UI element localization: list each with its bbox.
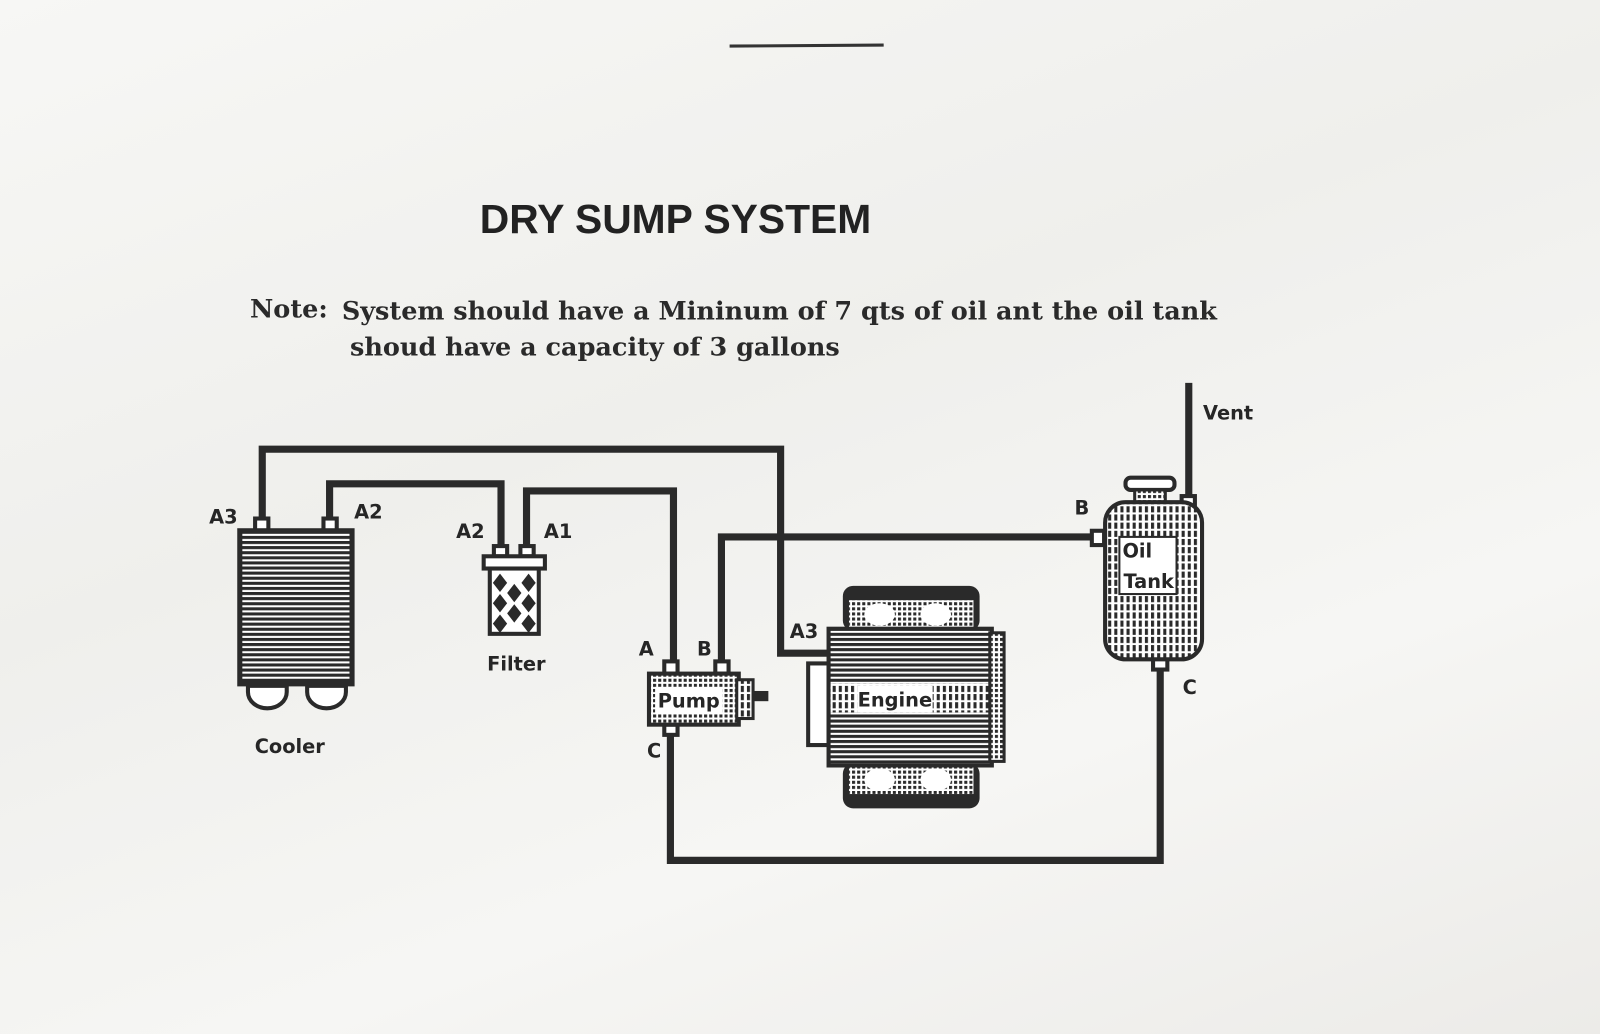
port-label-pump-a: A bbox=[639, 637, 654, 660]
pipe-pump-b-to-tank-b bbox=[717, 533, 1100, 664]
oil-tank bbox=[1089, 475, 1205, 672]
top-rule bbox=[729, 43, 884, 48]
port-label-pump-b: B bbox=[697, 637, 712, 660]
engine-label: Engine bbox=[858, 688, 932, 711]
port-label-cooler-a2: A2 bbox=[354, 501, 382, 524]
tank-label-line-2: Tank bbox=[1123, 570, 1175, 593]
note-line-2: shoud have a capacity of 3 gallons bbox=[350, 332, 840, 362]
filter-label: Filter bbox=[487, 653, 546, 676]
port-label-engine-a3: A3 bbox=[790, 620, 818, 643]
pipe-pump-c-to-tank-c bbox=[666, 665, 1164, 864]
pipe-cooler-a2-to-filter bbox=[326, 480, 505, 552]
pump bbox=[646, 659, 769, 737]
port-label-cooler-a3: A3 bbox=[209, 506, 237, 529]
filter bbox=[481, 544, 547, 636]
pipe-filter-a1-to-pump-a bbox=[522, 487, 678, 664]
engine bbox=[806, 585, 1006, 809]
port-label-tank-b: B bbox=[1074, 496, 1089, 519]
note-line-1: System should have a Mininum of 7 qts of… bbox=[342, 297, 1218, 327]
note-prefix: Note: bbox=[250, 295, 328, 325]
pump-label: Pump bbox=[658, 689, 720, 712]
page-title: DRY SUMP SYSTEM bbox=[480, 196, 871, 242]
port-label-filter-a2: A2 bbox=[456, 520, 484, 543]
vent-label: Vent bbox=[1203, 402, 1253, 425]
port-label-filter-a1: A1 bbox=[544, 520, 572, 543]
cooler bbox=[237, 516, 355, 711]
tank-label-line-1: Oil bbox=[1122, 539, 1152, 562]
cooler-label: Cooler bbox=[255, 735, 326, 758]
port-label-pump-c: C bbox=[647, 739, 661, 762]
pipe-cooler-a3-to-engine bbox=[258, 445, 831, 657]
port-label-tank-c: C bbox=[1183, 676, 1197, 699]
